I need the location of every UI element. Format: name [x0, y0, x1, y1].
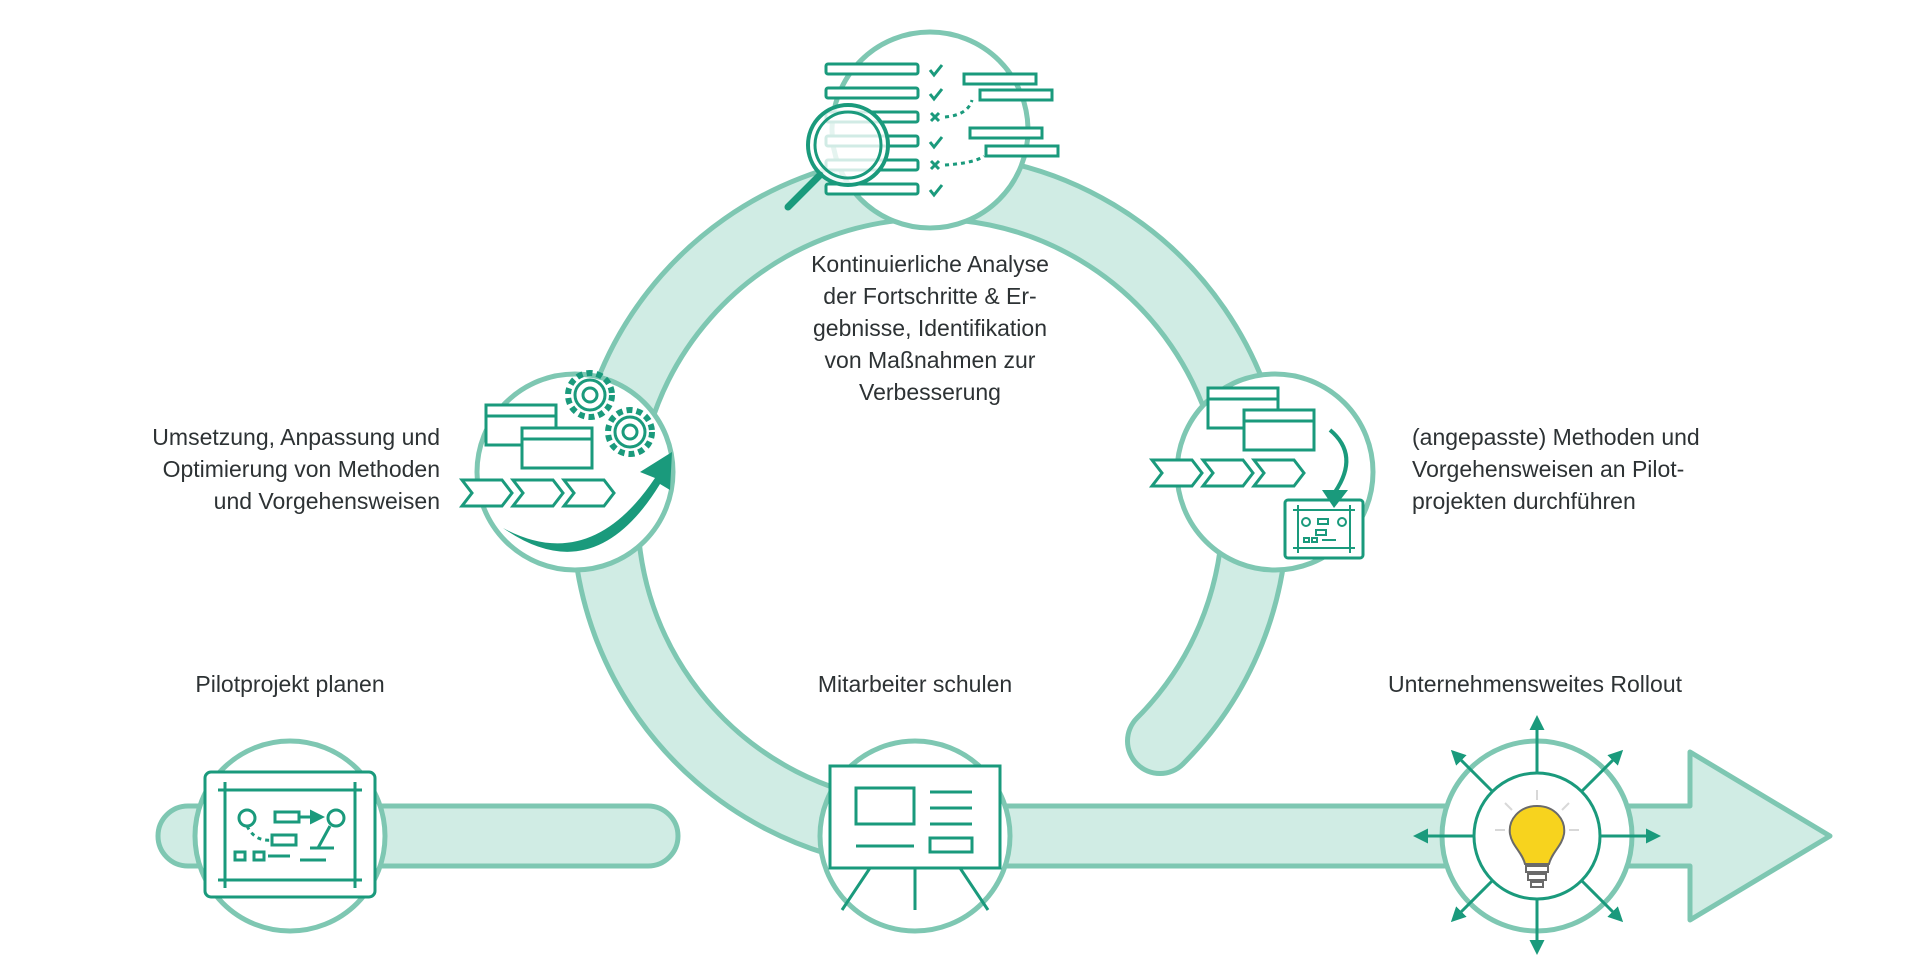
process-to-blueprint-icon: [1148, 386, 1365, 560]
train-label: Mitarbeiter schulen: [817, 671, 1013, 697]
plan-label: Pilotprojekt planen: [195, 671, 385, 697]
rollout-arrow-band: [912, 749, 1833, 923]
rollout-label: Unternehmensweites Rollout: [1387, 671, 1683, 697]
gears-process-icon: [458, 370, 672, 552]
analyse-label: Kontinuierliche Analyse der Fortschritte…: [811, 251, 1049, 405]
optimize-label: Umsetzung, Anpassung und Optimierung von…: [152, 424, 440, 514]
pilot-label: (angepasste) Methoden und Vorgehensweise…: [1412, 424, 1700, 514]
magnifier-checklist-icon: [784, 62, 1060, 211]
presentation-board-icon: [828, 764, 1002, 911]
blueprint-icon: [203, 770, 377, 899]
lightbulb-icon: [1413, 715, 1661, 955]
